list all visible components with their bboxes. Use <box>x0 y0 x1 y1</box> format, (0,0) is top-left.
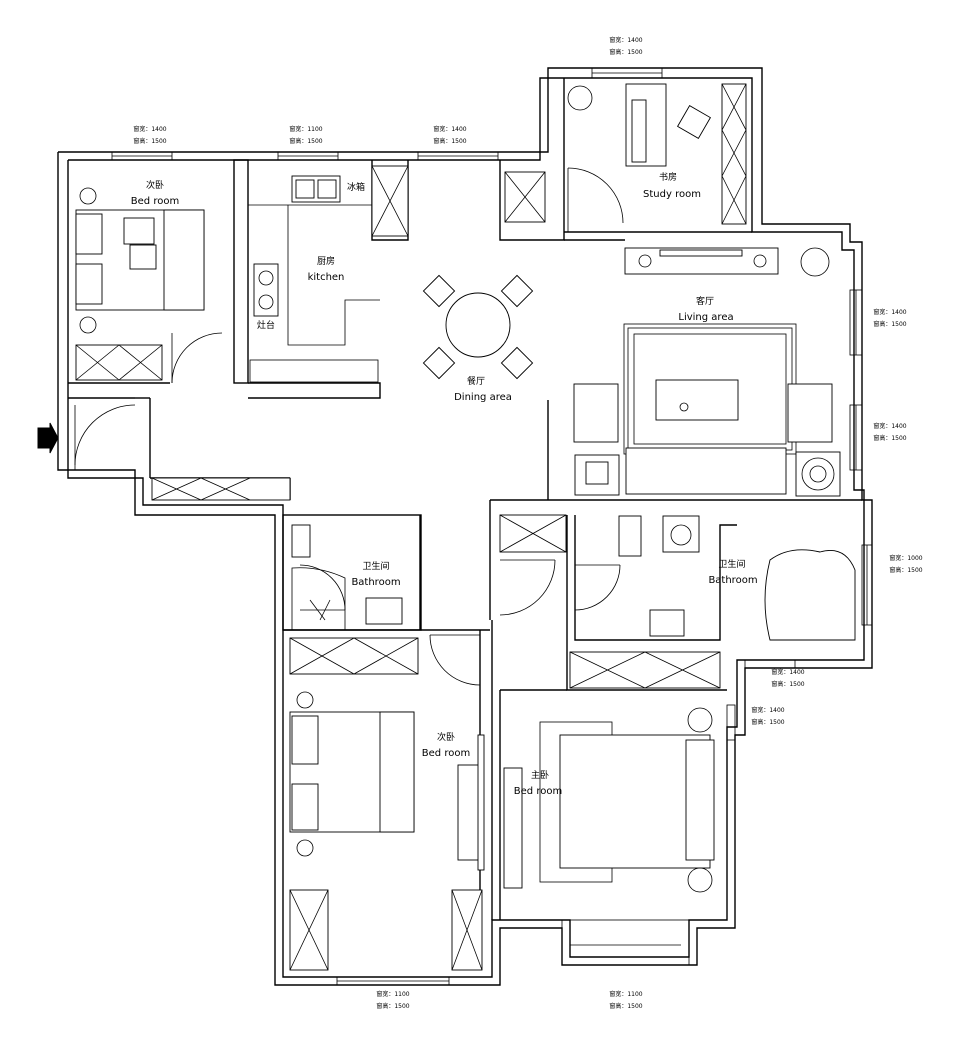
dining-en: Dining area <box>454 392 512 403</box>
kitchen-en: kitchen <box>308 272 345 283</box>
master-cn: 主卧 <box>531 769 549 781</box>
top-bedroom-furniture <box>75 187 205 381</box>
toilet-icon <box>291 524 311 558</box>
window-note: 窗高：1500 <box>376 1002 409 1010</box>
chair-icon <box>422 274 534 380</box>
bath-right-cn: 卫生间 <box>718 558 745 570</box>
stove-label: 灶台 <box>257 319 275 331</box>
study-cn: 书房 <box>659 171 677 183</box>
plant-icon <box>800 247 830 277</box>
window-note: 窗宽：1400 <box>433 125 466 133</box>
window-note: 窗高：1500 <box>873 320 906 328</box>
bottom-bedroom-furniture <box>289 637 483 971</box>
bath-left-en: Bathroom <box>351 577 400 588</box>
right-bathroom-fixtures <box>499 514 856 689</box>
bedroom-top-cn: 次卧 <box>146 179 164 191</box>
bedroom-bottom-en: Bed room <box>422 748 470 759</box>
window-note: 窗宽：1100 <box>609 990 642 998</box>
bathtub-icon <box>764 549 856 641</box>
window-note: 窗高：1500 <box>889 566 922 574</box>
windows <box>111 67 873 986</box>
window-note: 窗高：1500 <box>609 48 642 56</box>
toilet-icon <box>618 515 642 557</box>
window-note: 窗宽：1400 <box>873 308 906 316</box>
kitchen-cn: 厨房 <box>317 255 335 267</box>
window-note: 窗宽：1100 <box>376 990 409 998</box>
window-note: 窗高：1500 <box>133 137 166 145</box>
entrance-arrow-icon <box>37 422 59 454</box>
sink-icon <box>365 597 403 625</box>
plant-icon <box>567 85 593 111</box>
living-cn: 客厅 <box>696 295 714 307</box>
window-note: 窗高：1500 <box>609 1002 642 1010</box>
window-note: 窗宽：1400 <box>609 36 642 44</box>
window-note: 窗宽：1400 <box>133 125 166 133</box>
washing-machine-icon <box>662 515 700 553</box>
window-note: 窗宽：1100 <box>289 125 322 133</box>
bedroom-bottom-cn: 次卧 <box>437 731 455 743</box>
bath-left-cn: 卫生间 <box>362 560 389 572</box>
corridor-cabinets <box>151 477 291 501</box>
dining-table <box>422 171 546 380</box>
window-note: 窗高：1500 <box>873 434 906 442</box>
doors <box>74 167 624 686</box>
bath-right-en: Bathroom <box>708 575 757 586</box>
window-note: 窗宽：1400 <box>771 668 804 676</box>
kitchen-furniture <box>248 165 409 383</box>
tv-icon <box>624 247 830 277</box>
window-note: 窗宽：1000 <box>889 554 922 562</box>
living-en: Living area <box>678 312 733 323</box>
living-furniture <box>573 323 841 497</box>
window-note: 窗高：1500 <box>289 137 322 145</box>
bedroom-top-en: Bed room <box>131 196 179 207</box>
study-furniture <box>567 83 747 225</box>
master-en: Bed room <box>514 786 562 797</box>
window-note: 窗高：1500 <box>751 718 784 726</box>
window-note: 窗高：1500 <box>771 680 804 688</box>
master-bedroom-furniture <box>477 707 715 893</box>
fridge-label: 冰箱 <box>347 181 365 193</box>
window-note: 窗宽：1400 <box>751 706 784 714</box>
left-bathroom-fixtures <box>291 524 403 631</box>
sink-icon <box>649 609 685 637</box>
window-note: 窗宽：1400 <box>873 422 906 430</box>
dining-cn: 餐厅 <box>467 375 485 387</box>
window-note: 窗高：1500 <box>433 137 466 145</box>
study-en: Study room <box>643 189 701 200</box>
